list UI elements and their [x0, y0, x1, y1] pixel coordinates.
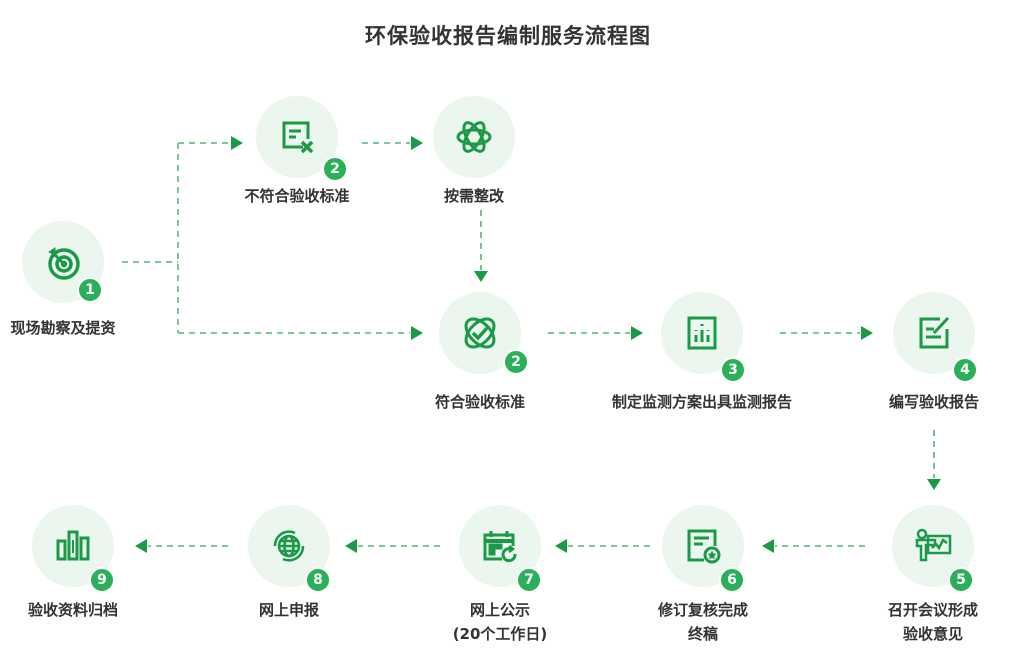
fix-label: 按需整改 — [443, 187, 504, 205]
step-1-label: 现场勘察及提资 — [10, 319, 116, 337]
step-4-label: 编写验收报告 — [888, 393, 979, 411]
step-6-label-line2: 终稿 — [687, 625, 718, 643]
step-2a-label: 不符合验收标准 — [244, 187, 350, 205]
step-number-badge: 2 — [503, 349, 529, 375]
step-8-node: 8 — [248, 505, 331, 593]
arrow-head — [135, 539, 147, 553]
step-4-node: 4 — [893, 292, 978, 383]
arrow-head — [555, 539, 567, 553]
arrow-head — [631, 326, 643, 340]
step-9-label: 验收资料归档 — [27, 601, 118, 619]
arrow-head — [927, 479, 941, 490]
step-number-badge: 2 — [322, 156, 348, 182]
atom-icon — [456, 121, 492, 153]
target-icon — [48, 247, 80, 280]
arrow-head — [345, 539, 357, 553]
arrow-head — [411, 136, 423, 150]
step-6-node: 6 — [662, 505, 745, 593]
step-number-badge: 4 — [952, 357, 978, 383]
arrow-head — [474, 271, 488, 282]
arrow-head — [861, 326, 873, 340]
presenter-icon — [915, 528, 952, 562]
fix-node — [433, 96, 515, 178]
arrow-head — [231, 136, 243, 150]
step-number-badge: 1 — [77, 277, 103, 303]
step-5-label-line1: 召开会议形成 — [887, 601, 978, 619]
step-2a-node: 2 — [256, 96, 348, 182]
step-7-label-line2: (20个工作日) — [452, 625, 548, 643]
step-7-node: 7 — [459, 505, 542, 593]
step-1-node: 1 — [22, 221, 104, 303]
step-6-label-line1: 修订复核完成 — [657, 601, 748, 619]
archive-icon — [56, 530, 90, 561]
step-8-label: 网上申报 — [258, 601, 319, 619]
arrow-head — [762, 539, 774, 553]
step-number-badge: 6 — [719, 567, 745, 593]
step-2b-label: 符合验收标准 — [434, 393, 525, 411]
globe-icon — [273, 530, 305, 562]
step-7-label-line1: 网上公示 — [469, 601, 530, 619]
document-x-icon — [282, 121, 314, 154]
diagram-title: 环保验收报告编制服务流程图 — [365, 24, 651, 48]
edit-icon — [919, 316, 950, 349]
step-number-badge: 8 — [305, 567, 331, 593]
document-star-icon — [687, 529, 721, 564]
calendar-refresh-icon — [483, 531, 517, 563]
arrow-head — [411, 326, 423, 340]
step-3-label: 制定监测方案出具监测报告 — [611, 393, 792, 411]
bar-chart-icon — [687, 316, 717, 350]
check-orbit-icon — [464, 317, 496, 349]
step-9-node: 9 — [32, 505, 115, 593]
step-3-node: 3 — [661, 292, 746, 383]
step-number-badge: 5 — [948, 567, 974, 593]
step-5-node: 5 — [892, 505, 974, 593]
step-number-badge: 7 — [516, 567, 542, 593]
step-5-label-line2: 验收意见 — [902, 625, 963, 643]
step-number-badge: 9 — [89, 567, 115, 593]
step-2b-node: 2 — [439, 292, 529, 375]
step-number-badge: 3 — [720, 357, 746, 383]
